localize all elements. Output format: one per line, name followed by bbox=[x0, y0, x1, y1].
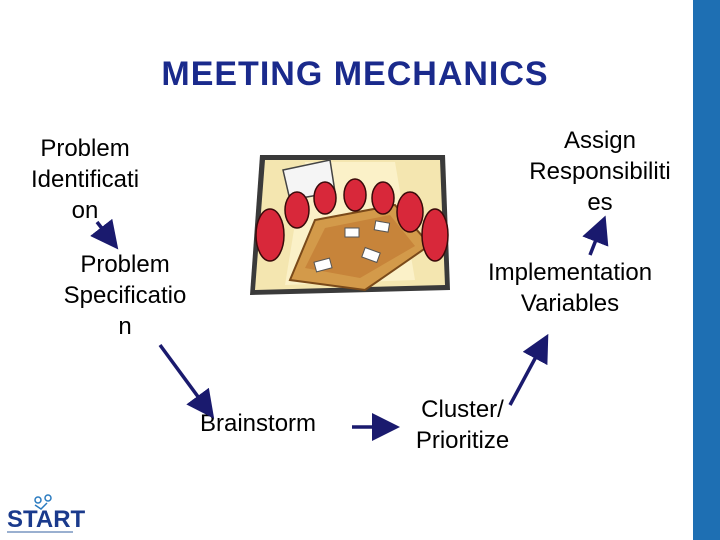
step-implementation-variables: Implementation Variables bbox=[487, 259, 653, 317]
arrow-identification-to-specification bbox=[90, 218, 119, 250]
start-logo: START bbox=[7, 494, 85, 533]
arrow-cluster-to-implementation bbox=[508, 333, 549, 406]
arrow-specification-to-brainstorm bbox=[158, 343, 215, 419]
step-problem-specification: Problem Specificatio n bbox=[63, 251, 187, 340]
right-accent-bar bbox=[693, 0, 720, 540]
meeting-table-clipart bbox=[250, 155, 450, 295]
slide-title: MEETING MECHANICS bbox=[161, 55, 549, 93]
step-assign-responsibilities: Assign Responsibiliti es bbox=[529, 127, 671, 216]
step-problem-identification: Problem Identificati on bbox=[30, 135, 140, 224]
step-cluster-prioritize: Cluster/ Prioritize bbox=[415, 396, 510, 454]
step-brainstorm: Brainstorm bbox=[200, 410, 317, 437]
arrow-implementation-to-assign bbox=[582, 215, 609, 256]
svg-text:START: START bbox=[7, 506, 85, 533]
